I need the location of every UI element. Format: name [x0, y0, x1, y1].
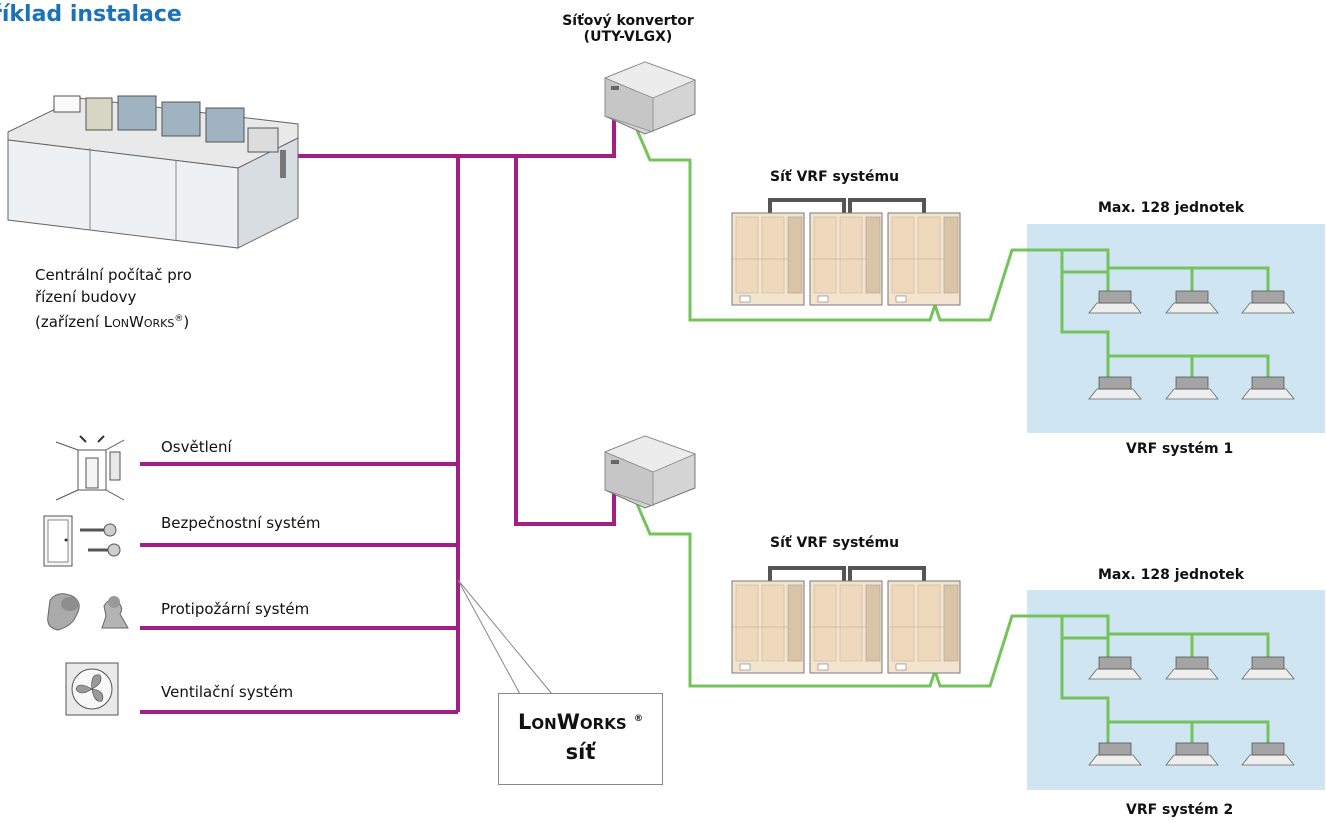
callout-pointer — [457, 579, 553, 695]
max-units-label-1: Max. 128 jednotek — [1098, 200, 1245, 216]
subsystem-lighting-label: Osvětlení — [161, 438, 232, 456]
outdoor-units-icon-2 — [731, 566, 961, 674]
central-computer-icon — [7, 95, 299, 249]
callout-brand: LonWorks ® — [518, 710, 643, 734]
converter-model: (UTY-VLGX) — [583, 29, 673, 45]
room-door-icon — [55, 435, 125, 501]
computer-line-3: (zařízení LonWorks®) — [35, 313, 190, 331]
central-computer-label: Centrální počítač pro řízení budovy (zař… — [35, 264, 192, 333]
vrf-system-2-label: VRF systém 2 — [1126, 802, 1234, 818]
lonworks-network-callout: LonWorks ® síť — [498, 693, 663, 785]
vrf-network-label-2: Síť VRF systému — [770, 535, 900, 551]
subsystem-ventilation-label: Ventilační systém — [161, 683, 294, 701]
vrf-system-1-label: VRF systém 1 — [1126, 441, 1234, 457]
max-units-label-2: Max. 128 jednotek — [1098, 567, 1245, 583]
converter-label: Síťový konvertor (UTY-VLGX) — [548, 13, 708, 45]
converter-name: Síťový konvertor — [562, 13, 694, 29]
network-converter-icon-2 — [604, 435, 696, 509]
computer-line-1: Centrální počítač pro — [35, 266, 192, 284]
vrf-zone-1 — [1027, 224, 1325, 433]
page-title: říklad instalace — [0, 2, 182, 27]
computer-line-2: řízení budovy — [35, 288, 137, 306]
door-key-icon — [43, 515, 121, 567]
network-converter-icon-1 — [604, 61, 696, 135]
callout-word: síť — [565, 740, 596, 764]
lonworks-network-lines — [140, 98, 616, 714]
subsystem-fire-label: Protipožární systém — [161, 600, 310, 618]
subsystem-security-label: Bezpečnostní systém — [161, 514, 321, 532]
vrf-network-label-1: Síť VRF systému — [770, 169, 900, 185]
outdoor-units-icon-1 — [731, 198, 961, 306]
firefighter-icon — [47, 593, 129, 631]
fan-icon — [65, 662, 119, 716]
